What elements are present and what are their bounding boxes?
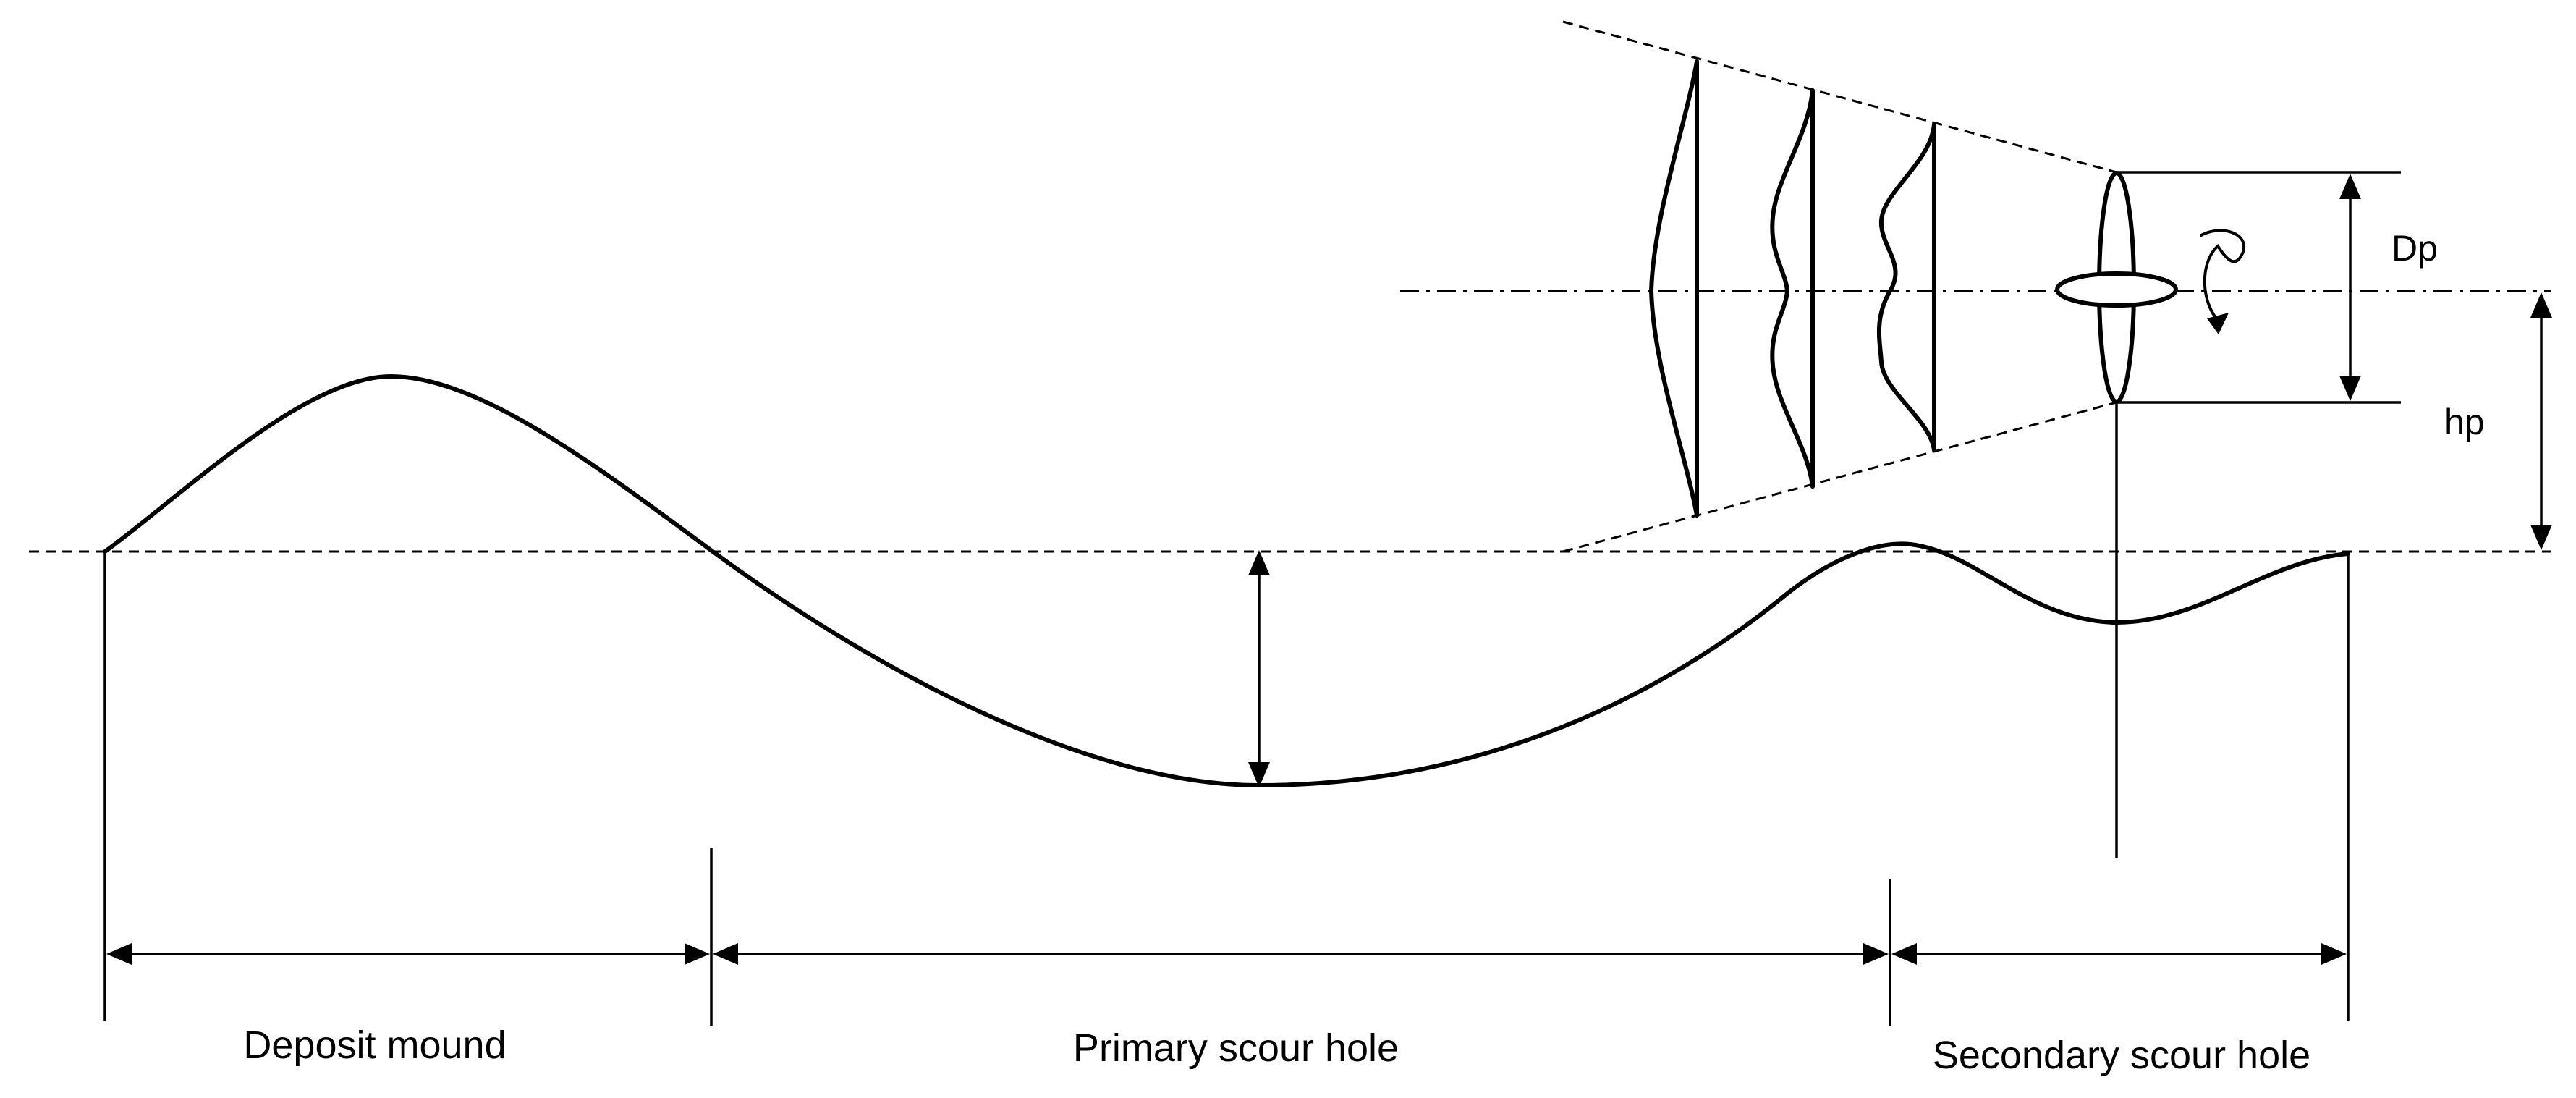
hp-label: hp xyxy=(2444,402,2485,442)
secondary-scour-hole-label: Secondary scour hole xyxy=(1933,1034,2310,1077)
propeller-icon xyxy=(2055,171,2178,404)
secondary-scour-hole-span xyxy=(1891,943,2347,965)
velocity-profiles xyxy=(1649,59,1936,518)
primary-scour-hole-span xyxy=(713,943,1889,965)
rotation-arrow-icon xyxy=(2200,229,2246,334)
jet-lower-boundary xyxy=(1562,401,2117,553)
hp-dimension xyxy=(2530,292,2552,550)
deposit-mound-label: Deposit mound xyxy=(243,1023,506,1067)
dp-label: Dp xyxy=(2391,228,2438,269)
scour-depth-arrow xyxy=(1248,550,1270,787)
dp-dimension xyxy=(2117,171,2401,404)
bed-profile xyxy=(103,374,2350,787)
jet-upper-boundary xyxy=(1562,20,2117,174)
primary-scour-hole-label: Primary scour hole xyxy=(1073,1026,1399,1070)
deposit-mound-span xyxy=(106,943,710,965)
